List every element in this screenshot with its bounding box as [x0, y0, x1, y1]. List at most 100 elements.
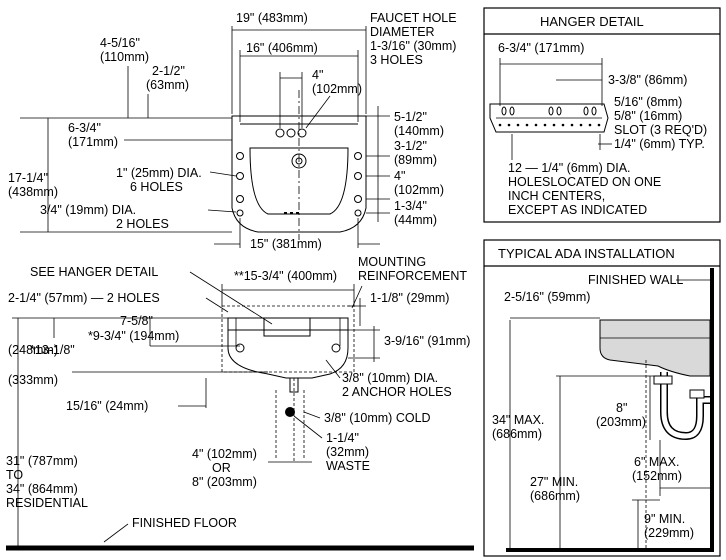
- right-dim-a-1: 5-1/2": [394, 110, 427, 124]
- floor-label: FINISHED FLOOR: [132, 516, 237, 530]
- left-dim-b-2: (63mm): [146, 78, 189, 92]
- overflow-slot: [284, 212, 287, 214]
- hole-1in-2: 6 HOLES: [130, 180, 183, 194]
- width-overall-label: 19" (483mm): [236, 11, 308, 25]
- dim-3-9-16: 3-9/16" (91mm): [384, 334, 470, 348]
- hanger-slot-2: 5/8" (16mm): [614, 109, 682, 123]
- right-dim-c-1: 4": [394, 169, 405, 183]
- waste-3: WASTE: [326, 459, 370, 473]
- ada-trap-nut: [653, 375, 673, 385]
- hanger-hole: [525, 123, 529, 127]
- leader: [325, 359, 341, 379]
- width-holes-label: 16" (406mm): [246, 41, 318, 55]
- front-view: SEE HANGER DETAIL MOUNTING REINFORCEMENT…: [6, 255, 474, 551]
- bottom-width-label: 15" (381mm): [250, 237, 322, 251]
- hanger-holes: [498, 123, 601, 127]
- ada-trap-nut: [689, 389, 705, 399]
- hanger-slot: [548, 106, 554, 116]
- left-dim-b-1: 2-1/2": [152, 64, 185, 78]
- spread-3: 8" (203mm): [192, 475, 257, 489]
- hole-1in-1: 1" (25mm) DIA.: [116, 166, 202, 180]
- max-depth-2: (152mm): [632, 469, 682, 483]
- depth-overall-1: 17-1/4": [8, 171, 48, 185]
- mount-hole-small: [354, 209, 362, 217]
- height-1: 31" (787mm): [6, 454, 78, 468]
- faucet-hole-4: 3 HOLES: [370, 53, 423, 67]
- hanger-hole: [552, 123, 556, 127]
- mount-hole: [354, 152, 362, 160]
- leader: [205, 297, 229, 313]
- front-hanger: [263, 317, 311, 337]
- hanger-hole: [597, 123, 601, 127]
- hanger-plate: [489, 103, 609, 133]
- right-dim-d-2: (44mm): [394, 213, 437, 227]
- leader: [351, 285, 363, 309]
- overflow-slot: [296, 212, 299, 214]
- faucet-hole-2: DIAMETER: [370, 25, 435, 39]
- max-height-2: (686mm): [492, 427, 542, 441]
- dim-7-5-8: 7-5/8": [120, 314, 153, 328]
- dim-248: (248mm): [8, 343, 58, 357]
- hole-3-4-1: 3/4" (19mm) DIA.: [40, 203, 136, 217]
- hanger-detail-frame: [483, 7, 721, 223]
- mount-hole: [354, 172, 362, 180]
- mounting-2: REINFORCEMENT: [358, 269, 467, 283]
- mounting-1: MOUNTING: [358, 255, 426, 269]
- ada-sink: [599, 319, 711, 377]
- right-dim-a-2: (140mm): [394, 124, 444, 138]
- height-3: 34" (864mm): [6, 482, 78, 496]
- mounting-reinforcement: [221, 305, 355, 373]
- ada-trap-inner: [661, 372, 710, 439]
- hanger-slot: [583, 106, 589, 116]
- leader: [103, 523, 129, 543]
- top-view-bowl: [249, 147, 349, 215]
- anchor-hole: [235, 343, 245, 353]
- hanger-note-4: EXCEPT AS INDICATED: [508, 203, 647, 217]
- left-dim-c-2: (171mm): [68, 135, 118, 149]
- min-height-1: 27" MIN.: [530, 475, 578, 489]
- mount-hole: [236, 152, 244, 160]
- height-2: TO: [6, 468, 23, 482]
- hanger-slots: [501, 106, 597, 116]
- hanger-note-2: HOLESLOCATED ON ONE: [508, 175, 661, 189]
- hole-3-4-2: 2 HOLES: [116, 217, 169, 231]
- reinforcement-width: **15-3/4" (400mm): [234, 269, 337, 283]
- hanger-hole: [507, 123, 511, 127]
- ada-panel: TYPICAL ADA INSTALLATION FINISHED WALL 2…: [483, 239, 721, 557]
- left-dim-c-1: 6-3/4": [68, 121, 101, 135]
- hanger-hole: [579, 123, 583, 127]
- anchor-hole: [331, 343, 341, 353]
- front-sink-body: [227, 317, 349, 379]
- leader: [207, 209, 237, 213]
- spread-1: 4" (102mm): [192, 447, 257, 461]
- waste-2: (32mm): [326, 445, 369, 459]
- min-clear-2: (229mm): [644, 526, 694, 540]
- mount-hole-small: [236, 209, 244, 217]
- height-4: RESIDENTIAL: [6, 496, 88, 510]
- dim-9-3-4: *9-3/4" (194mm): [88, 329, 179, 343]
- right-dim-d-1: 1-3/4": [394, 199, 427, 213]
- faucet-spacing-1: 4": [312, 68, 323, 82]
- min-clear-1: 9" MIN.: [644, 512, 685, 526]
- mount-hole: [236, 195, 244, 203]
- hanger-slot-1: 5/16" (8mm): [614, 95, 682, 109]
- cold-label: 3/8" (10mm) COLD: [324, 411, 431, 425]
- hanger-width-label: 6-3/4" (171mm): [498, 41, 584, 55]
- min-height-2: (686mm): [530, 489, 580, 503]
- hanger-hole: [543, 123, 547, 127]
- hanger-slot: [591, 106, 597, 116]
- hanger-slot: [509, 106, 515, 116]
- leader: [305, 95, 331, 129]
- right-dim-c-2: (102mm): [394, 183, 444, 197]
- dim-2-5-16: 2-5/16" (59mm): [504, 290, 590, 304]
- right-dim-b-1: 3-1/2": [394, 139, 427, 153]
- hanger-inner-width: 3-3/8" (86mm): [608, 73, 687, 87]
- left-holes-label: 2-1/4" (57mm) — 2 HOLES: [8, 291, 160, 305]
- leader: [209, 171, 237, 177]
- hanger-hole: [516, 123, 520, 127]
- hanger-detail-panel: HANGER DETAIL 6-3/4" (171mm) 3-3/8" (86m…: [483, 7, 721, 223]
- hanger-slot: [501, 106, 507, 116]
- hanger-hole: [570, 123, 574, 127]
- faucet-hole-1: FAUCET HOLE: [370, 11, 457, 25]
